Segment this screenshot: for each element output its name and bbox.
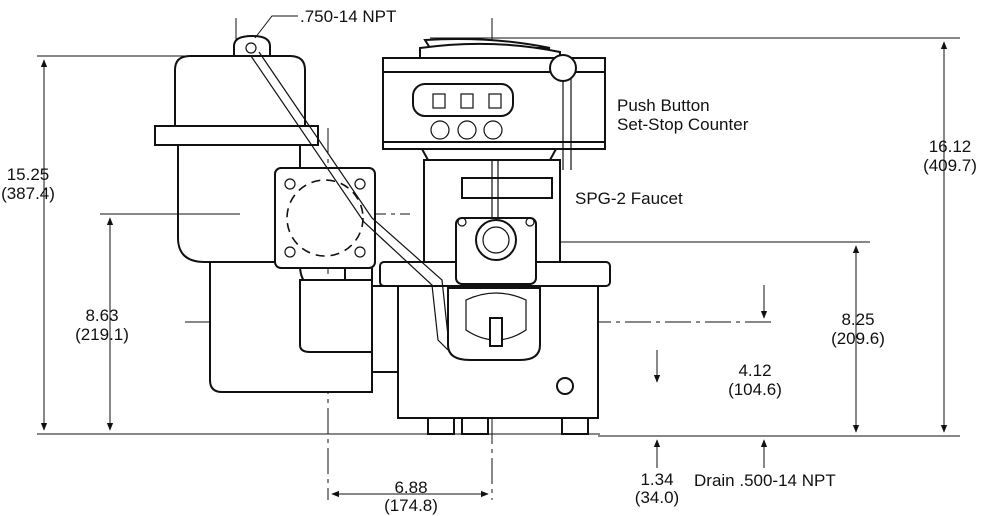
counter-housing	[382, 38, 606, 170]
dim-overall-left-mm: (387.4)	[1, 184, 55, 203]
port-label: .750-14 NPT	[300, 7, 396, 26]
dim-drain-offset-in: 1.34	[640, 470, 673, 489]
drain-label: Drain .500-14 NPT	[694, 471, 836, 490]
counter-label-line2: Set-Stop Counter	[617, 115, 749, 134]
vent-tube	[250, 51, 449, 351]
extension-lines	[37, 37, 960, 243]
dim-faucet-height-mm: (209.6)	[831, 329, 885, 348]
faucet-label: SPG-2 Faucet	[575, 189, 683, 208]
counter-label-line1: Push Button	[617, 96, 710, 115]
dim-mid-height-mm: (104.6)	[728, 380, 782, 399]
spg2-faucet	[447, 160, 553, 361]
dim-inlet-height-mm: (219.1)	[75, 325, 129, 344]
dim-width-in: 6.88	[394, 478, 427, 497]
dimension-lines	[40, 15, 948, 498]
dim-inlet-height-in: 8.63	[85, 306, 118, 325]
dim-drain-offset-mm: (34.0)	[635, 488, 679, 507]
inlet-flange	[274, 167, 376, 269]
dim-width-mm: (174.8)	[384, 496, 438, 515]
dim-faucet-height-in: 8.25	[841, 310, 874, 329]
dim-overall-right-in: 16.12	[929, 137, 972, 156]
dim-overall-right-mm: (409.7)	[923, 156, 977, 175]
dim-mid-height-in: 4.12	[738, 361, 771, 380]
dim-overall-left-in: 15.25	[7, 165, 50, 184]
